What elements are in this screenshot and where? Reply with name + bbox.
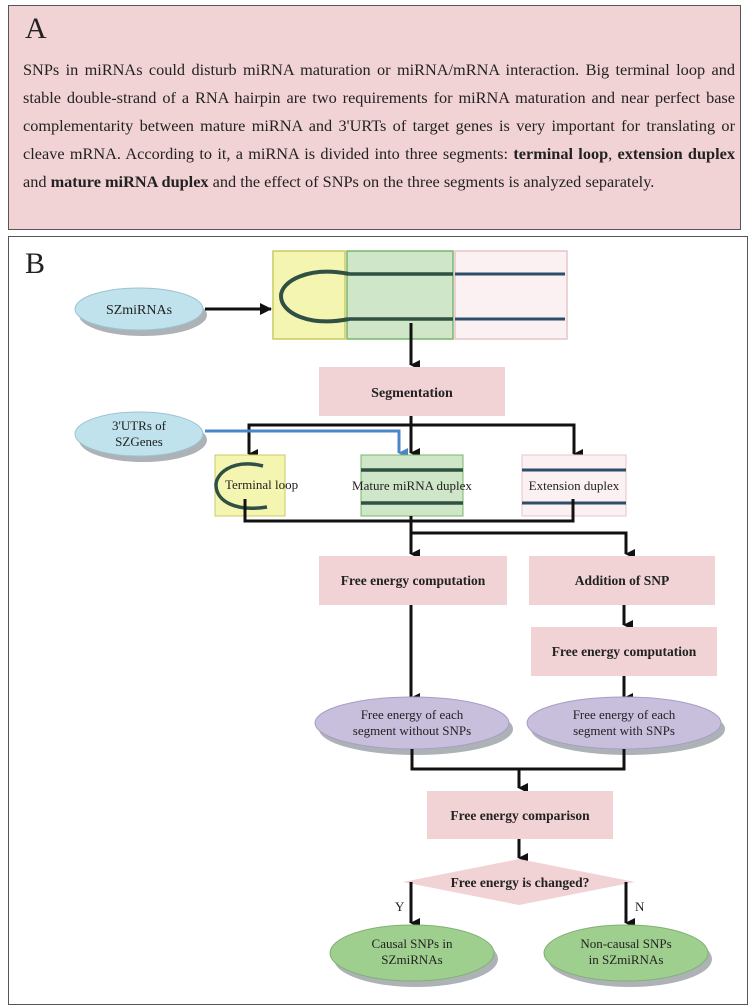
noncausal-line1: Non-causal SNPs [580,936,671,951]
terminal-loop-label: Terminal loop [225,477,298,492]
utrs-node: 3'UTRs of SZGenes [74,411,207,462]
panel-a: A SNPs in miRNAs could disturb miRNA mat… [8,5,741,230]
addition-snp-label: Addition of SNP [575,573,670,588]
causal-line1: Causal SNPs in [372,936,453,951]
panel-a-keyword: terminal loop [513,144,609,163]
free-energy-left-node: Free energy computation [319,556,507,605]
yes-label: Y [395,899,405,914]
panel-a-keyword: extension duplex [617,144,735,163]
result-without-line1: Free energy of each [361,707,464,722]
free-energy-right-node: Free energy computation [531,627,717,676]
comparison-node: Free energy comparison [427,791,613,839]
hairpin-loop-icon [278,269,350,324]
result-without-line2: segment without SNPs [353,723,471,738]
arrow-to-addition-snp [411,531,635,559]
hairpin-structure [272,250,568,340]
segmentation-node: Segmentation [319,367,505,416]
utrs-label-line2: SZGenes [115,434,163,449]
comparison-label: Free energy comparison [450,808,590,823]
panel-a-letter: A [25,12,47,45]
merge-connector [243,499,575,523]
addition-snp-node: Addition of SNP [529,556,715,605]
terminal-loop-node: Terminal loop [214,454,298,517]
causal-line2: SZmiRNAs [381,952,442,967]
panel-a-text: and [23,172,51,191]
segmentation-label: Segmentation [371,386,453,401]
utrs-label-line1: 3'UTRs of [112,418,167,433]
noncausal-snps-node: Non-causal SNPs in SZmiRNAs [543,924,712,987]
result-with-line2: segment with SNPs [573,723,675,738]
mature-duplex-node: Mature miRNA duplex [352,454,472,517]
szmirnas-node: SZmiRNAs [74,287,207,336]
result-with-line1: Free energy of each [573,707,676,722]
no-label: N [635,899,645,914]
causal-snps-node: Causal SNPs in SZmiRNAs [329,924,498,987]
panel-a-text: and the effect of SNPs on the three segm… [208,172,655,191]
mature-duplex-label: Mature miRNA duplex [352,478,472,493]
decision-node: Free energy is changed? [403,859,635,905]
blue-arrow-utrs-to-duplex [205,429,408,458]
extension-duplex-label: Extension duplex [529,478,620,493]
panel-a-keyword: mature miRNA duplex [50,172,209,191]
szmirnas-label: SZmiRNAs [106,303,172,318]
panel-b: B SZmiRNAs [8,236,748,1005]
decision-label: Free energy is changed? [451,875,590,890]
panel-a-description: SNPs in miRNAs could disturb miRNA matur… [23,56,735,196]
panel-a-text: , [608,144,618,163]
terminal-loop-icon [214,462,268,510]
noncausal-line2: in SZmiRNAs [589,952,664,967]
panel-a-text: SNPs in miRNAs could disturb miRNA matur… [23,60,735,163]
result-with-snps-node: Free energy of each segment with SNPs [526,696,725,755]
free-energy-right-label: Free energy computation [552,644,697,659]
result-without-snps-node: Free energy of each segment without SNPs [314,696,513,755]
flowchart: SZmiRNAs Segmentation 3'UTR [74,250,725,987]
free-energy-left-label: Free energy computation [341,573,486,588]
panel-b-letter: B [25,247,46,280]
